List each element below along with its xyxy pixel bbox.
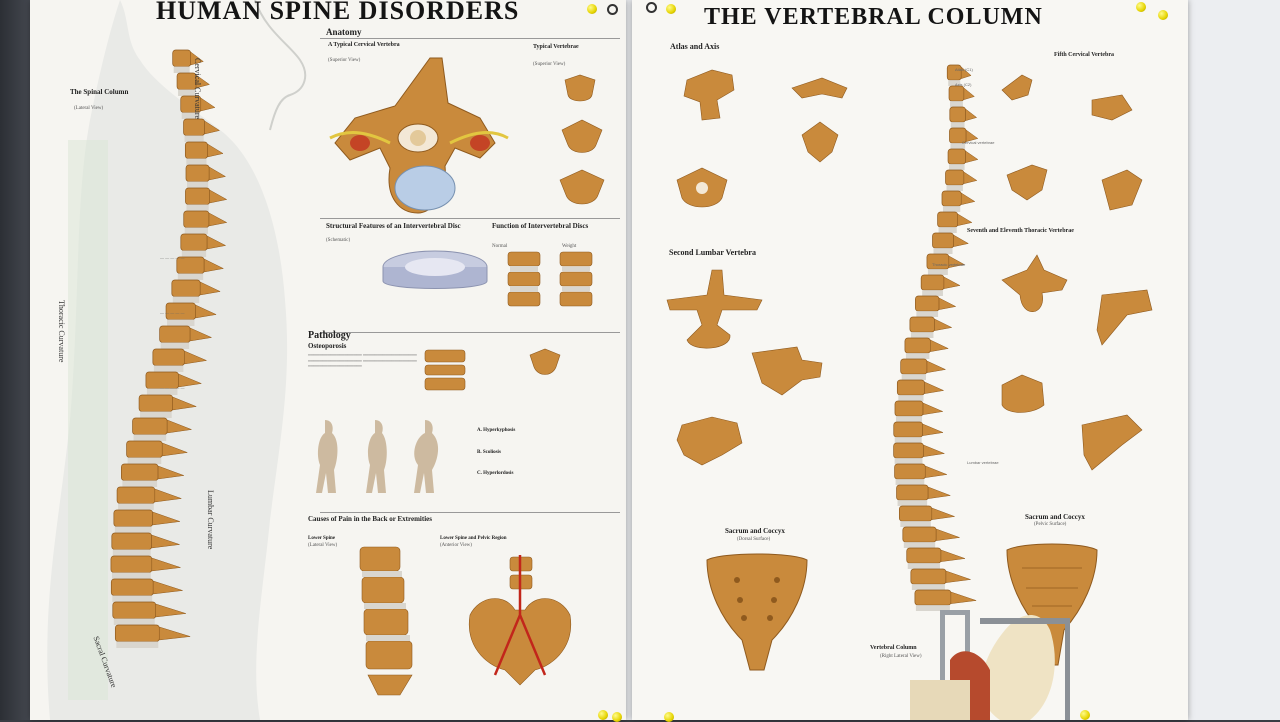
fifth-cervical-heading: Fifth Cervical Vertebra xyxy=(1054,52,1114,58)
scoliosis-label: B. Scoliosis xyxy=(477,450,501,455)
spine-label: — — — — — xyxy=(160,385,185,390)
divider xyxy=(320,38,620,39)
weight-label: Weight xyxy=(562,244,577,249)
sacrum-coccyx-right-heading: Sacrum and Coccyx xyxy=(1025,513,1085,521)
divider xyxy=(320,512,620,513)
osteoporosis-text: ═══════════════════ ═══════════════════ … xyxy=(308,352,417,368)
divider xyxy=(320,218,620,219)
sacrum-pelvic-illustration xyxy=(1006,543,1098,666)
lower-spine-heading: Lower Spine xyxy=(308,536,335,541)
cervical-vertebra-illustration xyxy=(329,57,509,214)
causes-heading: Causes of Pain in the Back or Extremitie… xyxy=(308,515,432,523)
lower-spine-illustration xyxy=(359,546,413,696)
second-lumbar-heading: Second Lumbar Vertebra xyxy=(669,248,756,257)
axis-c2-label: Axis (C2) xyxy=(955,82,972,87)
function-discs-heading: Function of Intervertebral Discs xyxy=(492,222,589,230)
typical-vertebrae-heading: Typical Vertebrae xyxy=(533,44,579,50)
typical-vertebrae-sub: (Superior View) xyxy=(533,62,566,67)
lower-spine-pelvic-sub: (Anterior View) xyxy=(440,543,472,548)
pushpin xyxy=(1158,10,1168,20)
vertebral-column-illustration xyxy=(893,64,979,611)
pelvis-illustration xyxy=(468,555,572,686)
lumbar-curvature-label: Lumbar Curvature xyxy=(206,490,215,550)
thoracic-vertebrae-label: Thoracic vertebrae xyxy=(932,262,966,267)
atlas-c1-label: Atlas (C1) xyxy=(955,67,973,72)
pushpin xyxy=(1080,710,1090,720)
osteoporosis-heading: Osteoporosis xyxy=(308,342,347,350)
structural-features-heading: Structural Features of an Intervertebral… xyxy=(326,222,461,230)
disc-function-illustration xyxy=(507,251,593,307)
pushpin xyxy=(587,4,597,14)
poster-vertebral-column: THE VERTEBRAL COLUMN Atlas and Axis Seco… xyxy=(632,0,1188,720)
spine-lateral-illustration xyxy=(110,49,228,648)
pushpin xyxy=(646,2,657,13)
seventh-eleventh-heading: Seventh and Eleventh Thoracic Vertebrae xyxy=(967,228,1074,234)
left-poster-title: HUMAN SPINE DISORDERS xyxy=(156,0,520,25)
spinal-column-label: The Spinal Column xyxy=(70,88,129,96)
pushpin xyxy=(612,712,622,722)
right-poster-title: THE VERTEBRAL COLUMN xyxy=(704,4,1043,30)
divider xyxy=(320,332,620,333)
vertebral-column-sub: (Right Lateral View) xyxy=(880,654,922,659)
pathology-heading: Pathology xyxy=(308,330,351,341)
structural-features-sub: (Schematic) xyxy=(326,238,351,243)
atlas-axis-heading: Atlas and Axis xyxy=(670,42,720,51)
anatomy-heading: Anatomy xyxy=(326,27,362,37)
pushpin xyxy=(598,710,608,720)
sacrum-dorsal-illustration xyxy=(706,553,808,671)
sacrum-coccyx-left-sub: (Dorsal Surface) xyxy=(737,537,771,542)
atlas-axis-illustrations xyxy=(676,69,848,208)
posture-figures xyxy=(316,420,439,493)
thoracic-curvature-label: Thoracic Curvature xyxy=(57,300,66,363)
pushpin xyxy=(607,4,618,15)
typical-cervical-heading: A Typical Cervical Vertebra xyxy=(328,42,400,48)
lumbar-vertebrae-label: Lumbar vertebrae xyxy=(967,460,999,465)
osteoporosis-illustration xyxy=(424,348,561,391)
spine-label: — — — — — xyxy=(160,255,185,260)
intervertebral-disc-illustration xyxy=(382,250,488,289)
spine-model-foreground xyxy=(910,610,1070,720)
sacrum-coccyx-left-heading: Sacrum and Coccyx xyxy=(725,527,785,535)
vertebral-column-heading: Vertebral Column xyxy=(870,645,917,651)
spine-label: — — — — — xyxy=(160,310,185,315)
cervical-curvature-label: Cervical Curvature xyxy=(193,58,202,120)
cervical-vertebrae-label: Cervical vertebrae xyxy=(962,140,995,145)
second-lumbar-illustrations xyxy=(666,269,823,466)
lower-spine-pelvic-heading: Lower Spine and Pelvic Region xyxy=(440,536,507,541)
thoracic-vertebrae-illustrations xyxy=(1001,254,1153,471)
typical-cervical-sub: (Superior View) xyxy=(328,58,361,63)
lower-spine-sub: (Lateral View) xyxy=(308,543,338,548)
pushpin xyxy=(666,4,676,14)
pushpin xyxy=(1136,2,1146,12)
hyperlordosis-label: C. Hyperlordosis xyxy=(477,471,514,476)
typical-vertebrae-illustrations xyxy=(559,74,605,205)
fifth-cervical-illustrations xyxy=(1001,74,1143,211)
pushpin xyxy=(664,712,674,722)
poster-human-spine-disorders: HUMAN SPINE DISORDERS Anatomy The Spinal… xyxy=(30,0,626,720)
spinal-column-sub: (Lateral View) xyxy=(74,106,104,111)
hyperkyphosis-label: A. Hyperkyphosis xyxy=(477,428,516,433)
normal-label: Normal xyxy=(492,244,508,249)
sacrum-coccyx-right-sub: (Pelvic Surface) xyxy=(1034,522,1067,527)
